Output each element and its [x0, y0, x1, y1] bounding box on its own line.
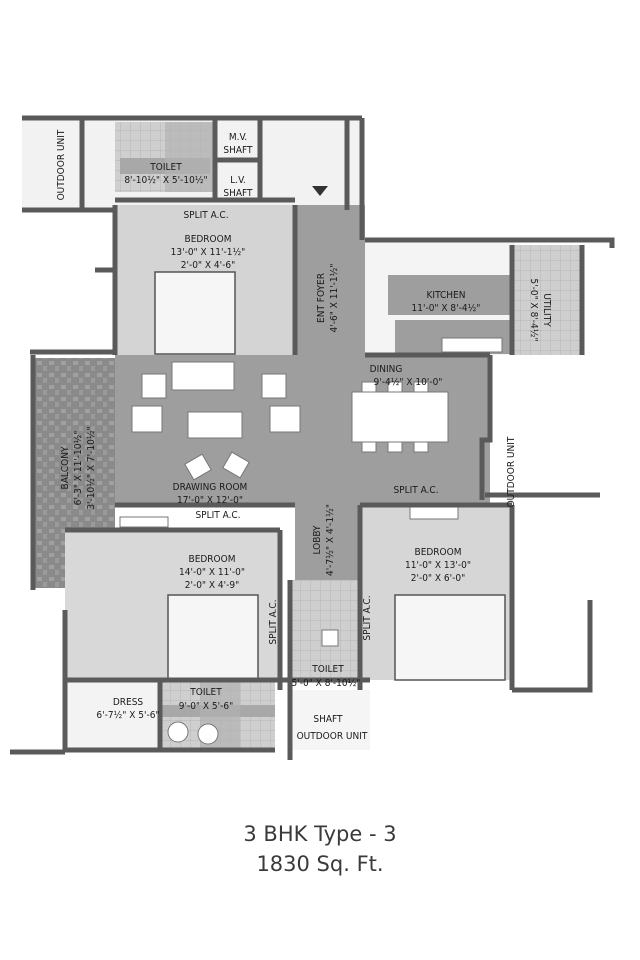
mv-shaft-line2: SHAFT	[223, 145, 253, 156]
split-ac-5-label: SPLIT A.C.	[362, 595, 373, 640]
toilet-bottom-name: TOILET	[189, 687, 222, 698]
outdoor-unit-bottom-label: OUTDOOR UNIT	[297, 731, 368, 742]
lv-shaft-line1: L.V.	[230, 175, 246, 186]
bedroom-top-size1: 13'-0" X 11'-1½"	[171, 246, 246, 258]
bedroom-top-name: BEDROOM	[185, 234, 232, 245]
floor-plan: OUTDOOR UNIT TOILET 8'-10½" X 5'-10½" M.…	[10, 115, 615, 760]
dress-size: 6'-7½" X 5'-6"	[96, 709, 159, 721]
split-ac-4-label: SPLIT A.C.	[268, 599, 279, 644]
toilet-mid-name: TOILET	[311, 664, 344, 675]
lobby-size: 4'-7½" X 4'-1½"	[324, 504, 336, 576]
drawing-room-size: 17'-0" X 12'-0"	[177, 495, 243, 506]
toilet-top-name: TOILET	[149, 162, 182, 173]
kitchen-name: KITCHEN	[427, 290, 466, 301]
walls	[10, 115, 615, 760]
ent-foyer-size: 4'-6" X 11'-1½"	[328, 264, 340, 333]
dining-size: 9'-4½" X 10'-0"	[374, 376, 443, 388]
entrance-arrow-icon	[312, 186, 328, 196]
toilet-bottom-size: 9'-0" X 5'-6"	[179, 701, 233, 712]
lv-shaft-line2: SHAFT	[223, 188, 253, 199]
mv-shaft-line1: M.V.	[229, 132, 247, 143]
bedroom-right-size1: 11'-0" X 13'-0"	[405, 560, 471, 571]
outdoor-unit-right-label: OUTDOOR UNIT	[506, 436, 517, 507]
bedroom-left-size1: 14'-0" X 11'-0"	[179, 567, 245, 578]
ent-foyer-name: ENT FOYER	[316, 273, 327, 323]
bedroom-right-size2: 2'-0" X 6'-0"	[411, 573, 465, 584]
plan-area: 1830 Sq. Ft.	[256, 852, 384, 876]
shaft-label: SHAFT	[313, 714, 343, 725]
utility-name: UTILITY	[541, 293, 552, 327]
split-ac-3-label: SPLIT A.C.	[195, 510, 240, 521]
dress-name: DRESS	[113, 697, 144, 708]
split-ac-1-label: SPLIT A.C.	[183, 210, 228, 221]
lobby-name: LOBBY	[312, 525, 323, 555]
toilet-top-size: 8'-10½" X 5'-10½"	[124, 174, 207, 186]
balcony-name: BALCONY	[60, 446, 71, 489]
drawing-room-name: DRAWING ROOM	[173, 482, 248, 493]
room-labels: OUTDOOR UNIT TOILET 8'-10½" X 5'-10½" M.…	[56, 129, 552, 742]
furniture	[119, 337, 503, 745]
bedroom-left-name: BEDROOM	[189, 554, 236, 565]
utility-size: 5'-0" X 8'-4½"	[528, 278, 540, 341]
floor-zones	[22, 118, 582, 750]
bedroom-top-size2: 2'-0" X 4'-6"	[181, 260, 235, 271]
dining-name: DINING	[370, 364, 403, 375]
kitchen-size: 11'-0" X 8'-4½"	[412, 302, 481, 314]
balcony-size2: 3'-10½" X 7'-10½"	[85, 426, 97, 509]
balcony-size1: 6'-3" X 11'-10½"	[72, 431, 84, 506]
bedroom-left-size2: 2'-0" X 4'-9"	[185, 580, 239, 591]
plan-title: 3 BHK Type - 3	[243, 822, 397, 846]
split-ac-2-label: SPLIT A.C.	[393, 485, 438, 496]
toilet-mid-size: 5'-0" X 8'-10½"	[292, 677, 361, 689]
bedroom-right-name: BEDROOM	[415, 547, 462, 558]
outdoor-unit-top-label: OUTDOOR UNIT	[56, 129, 67, 200]
